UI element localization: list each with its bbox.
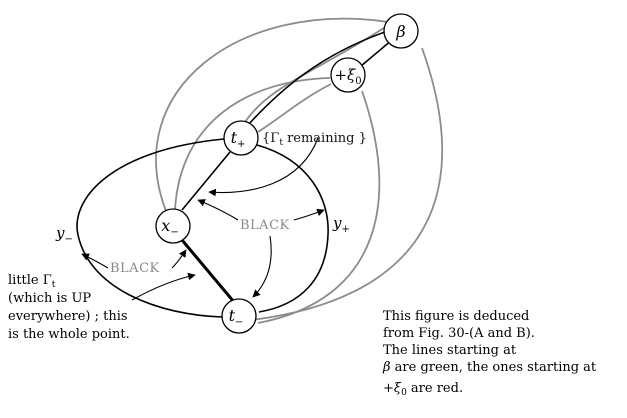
edge-beta-xi0: [360, 39, 393, 67]
edge-beta-tplus-black: [247, 31, 386, 126]
edge-xi0-xminus: [174, 77, 331, 211]
arrow-note-to-bold-edge: [131, 272, 196, 301]
node-tminus[interactable]: t−: [221, 298, 257, 334]
note-right-line4: β are green, the ones starting at: [382, 360, 597, 375]
note-right-line2: from Fig. 30-(A and B).: [383, 326, 535, 341]
arrow-black-to-tminus: [252, 235, 272, 298]
edge-tplus-xminus: [181, 151, 231, 211]
nodes: β +ξ0 t+ x− t−: [155, 13, 419, 334]
label-gamma-remaining: {Γt remaining }: [262, 131, 367, 148]
edge-xi0-tplus: [257, 83, 332, 133]
node-tplus[interactable]: t+: [223, 120, 259, 156]
black-edges: [76, 31, 393, 318]
node-tplus-label: t+: [231, 128, 246, 150]
node-tminus-label: t−: [229, 306, 244, 328]
node-xminus[interactable]: x−: [155, 208, 191, 244]
arrow-black-to-xminus: [197, 199, 239, 221]
arrow-remaining-to-yminus: [208, 137, 319, 197]
label-black-left: BLACK: [110, 261, 160, 276]
note-right-line1: This figure is deduced: [383, 309, 529, 324]
label-black-right: BLACK: [240, 218, 290, 233]
arrow-black-left-to-yminus: [81, 253, 109, 269]
node-beta-label: β: [395, 22, 405, 41]
edge-yminus: [76, 138, 225, 318]
note-right-line5: +ξ0 are red.: [383, 381, 463, 398]
arrow-black-to-yplus: [293, 208, 325, 221]
edge-xminus-tminus: [180, 239, 236, 303]
node-xminus-label: x−: [161, 216, 178, 238]
grey-edges: [155, 17, 444, 324]
edge-beta-xminus: [155, 17, 389, 212]
edge-yplus: [256, 144, 329, 313]
edge-beta-tminus: [251, 47, 444, 321]
edge-beta-tplus: [244, 25, 388, 123]
note-right: This figure is deduced from Fig. 30-(A a…: [382, 309, 597, 398]
label-yminus: y−: [55, 224, 73, 245]
note-left-line4: is the whole point.: [8, 327, 130, 342]
arrows: [81, 137, 325, 301]
label-yplus: y+: [332, 214, 350, 235]
node-xi0-label: +ξ0: [334, 66, 361, 87]
edge-xi0-tminus: [257, 90, 381, 324]
node-beta[interactable]: β: [383, 13, 419, 49]
note-left: little Γt (which is UP everywhere) ; thi…: [8, 273, 130, 342]
arrow-black-left-to-xminus: [171, 249, 187, 269]
note-left-line2: (which is UP: [8, 291, 91, 306]
note-right-line3: The lines starting at: [383, 343, 517, 358]
note-left-line1: little Γt: [8, 273, 56, 290]
node-xi0[interactable]: +ξ0: [330, 57, 366, 93]
note-left-line3: everywhere) ; this: [8, 309, 128, 324]
